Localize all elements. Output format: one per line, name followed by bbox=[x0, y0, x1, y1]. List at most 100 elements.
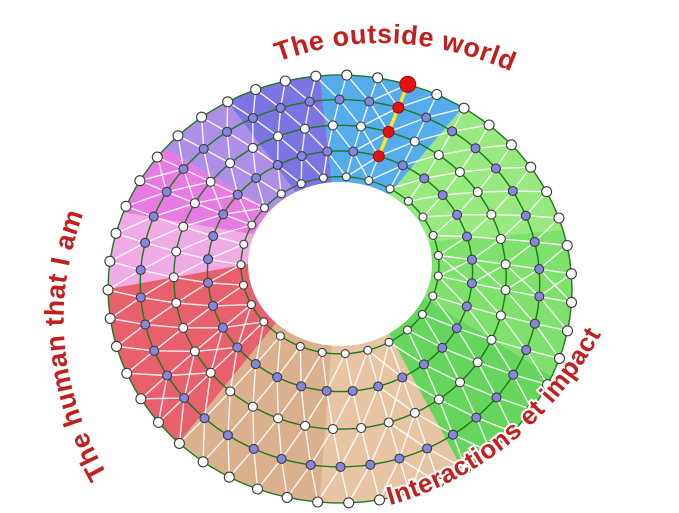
node[interactable] bbox=[421, 112, 432, 123]
node[interactable] bbox=[454, 167, 465, 178]
node[interactable] bbox=[529, 318, 540, 329]
highlight-node[interactable] bbox=[399, 75, 417, 93]
node[interactable] bbox=[299, 123, 310, 134]
node[interactable] bbox=[534, 264, 545, 275]
node[interactable] bbox=[178, 164, 189, 175]
node[interactable] bbox=[161, 186, 172, 197]
node[interactable] bbox=[402, 325, 413, 335]
node[interactable] bbox=[433, 149, 444, 161]
node[interactable] bbox=[433, 271, 443, 281]
node[interactable] bbox=[486, 209, 497, 220]
node[interactable] bbox=[247, 401, 258, 412]
node[interactable] bbox=[437, 342, 448, 353]
node[interactable] bbox=[259, 317, 269, 327]
node[interactable] bbox=[189, 198, 200, 209]
node[interactable] bbox=[526, 403, 538, 415]
node[interactable] bbox=[222, 430, 233, 441]
node[interactable] bbox=[104, 255, 116, 267]
node[interactable] bbox=[534, 291, 545, 302]
node[interactable] bbox=[275, 331, 285, 341]
node[interactable] bbox=[452, 209, 463, 220]
node[interactable] bbox=[507, 185, 518, 197]
node[interactable] bbox=[394, 453, 405, 464]
node[interactable] bbox=[276, 189, 286, 199]
node[interactable] bbox=[397, 372, 408, 383]
highlight-node[interactable] bbox=[382, 125, 395, 138]
node[interactable] bbox=[428, 291, 438, 301]
node[interactable] bbox=[272, 131, 284, 142]
node[interactable] bbox=[525, 161, 537, 173]
node[interactable] bbox=[104, 312, 116, 324]
node[interactable] bbox=[451, 323, 462, 334]
node[interactable] bbox=[505, 139, 517, 151]
node[interactable] bbox=[433, 394, 444, 405]
node[interactable] bbox=[135, 393, 147, 405]
node[interactable] bbox=[322, 146, 333, 157]
node[interactable] bbox=[250, 84, 262, 96]
node[interactable] bbox=[321, 385, 332, 396]
node[interactable] bbox=[151, 151, 163, 163]
node[interactable] bbox=[189, 346, 200, 357]
node[interactable] bbox=[364, 96, 375, 107]
node[interactable] bbox=[348, 146, 359, 157]
node[interactable] bbox=[140, 237, 151, 248]
node[interactable] bbox=[327, 120, 338, 131]
node[interactable] bbox=[110, 340, 123, 352]
node[interactable] bbox=[140, 319, 151, 330]
node[interactable] bbox=[221, 126, 233, 137]
node[interactable] bbox=[334, 94, 345, 105]
node[interactable] bbox=[196, 111, 208, 123]
node[interactable] bbox=[232, 342, 243, 353]
node[interactable] bbox=[217, 322, 228, 333]
node[interactable] bbox=[343, 497, 355, 509]
node[interactable] bbox=[121, 367, 133, 379]
node[interactable] bbox=[418, 359, 429, 370]
node[interactable] bbox=[403, 196, 413, 206]
node[interactable] bbox=[205, 176, 216, 187]
node[interactable] bbox=[428, 230, 438, 240]
node[interactable] bbox=[152, 416, 165, 428]
node[interactable] bbox=[466, 254, 478, 265]
node[interactable] bbox=[102, 284, 114, 296]
node[interactable] bbox=[110, 227, 122, 239]
node[interactable] bbox=[384, 337, 394, 347]
node[interactable] bbox=[134, 175, 146, 187]
node[interactable] bbox=[561, 325, 574, 337]
node[interactable] bbox=[417, 309, 427, 319]
node[interactable] bbox=[365, 459, 376, 470]
node[interactable] bbox=[135, 292, 146, 303]
node[interactable] bbox=[486, 334, 497, 345]
highlight-node[interactable] bbox=[372, 150, 385, 163]
node[interactable] bbox=[276, 453, 287, 464]
node[interactable] bbox=[304, 96, 315, 107]
node[interactable] bbox=[561, 239, 573, 252]
sector-green-light[interactable] bbox=[388, 107, 563, 242]
node[interactable] bbox=[178, 221, 189, 232]
node[interactable] bbox=[178, 322, 189, 333]
node[interactable] bbox=[419, 173, 430, 184]
node[interactable] bbox=[500, 259, 511, 270]
node[interactable] bbox=[341, 69, 353, 81]
node[interactable] bbox=[495, 233, 506, 244]
node[interactable] bbox=[521, 344, 532, 355]
node[interactable] bbox=[364, 175, 374, 186]
node[interactable] bbox=[202, 277, 214, 288]
node[interactable] bbox=[454, 377, 466, 388]
node[interactable] bbox=[341, 172, 351, 182]
node[interactable] bbox=[471, 412, 482, 423]
node[interactable] bbox=[553, 212, 565, 224]
node[interactable] bbox=[355, 121, 367, 132]
node[interactable] bbox=[246, 300, 256, 310]
node[interactable] bbox=[404, 487, 416, 499]
node[interactable] bbox=[461, 301, 472, 312]
node[interactable] bbox=[171, 246, 182, 257]
node[interactable] bbox=[418, 212, 428, 222]
node[interactable] bbox=[565, 296, 578, 308]
node[interactable] bbox=[327, 424, 339, 435]
node[interactable] bbox=[251, 173, 262, 184]
node[interactable] bbox=[347, 385, 358, 397]
node[interactable] bbox=[461, 231, 473, 242]
node[interactable] bbox=[356, 422, 367, 434]
node[interactable] bbox=[409, 136, 420, 147]
node[interactable] bbox=[447, 429, 459, 440]
